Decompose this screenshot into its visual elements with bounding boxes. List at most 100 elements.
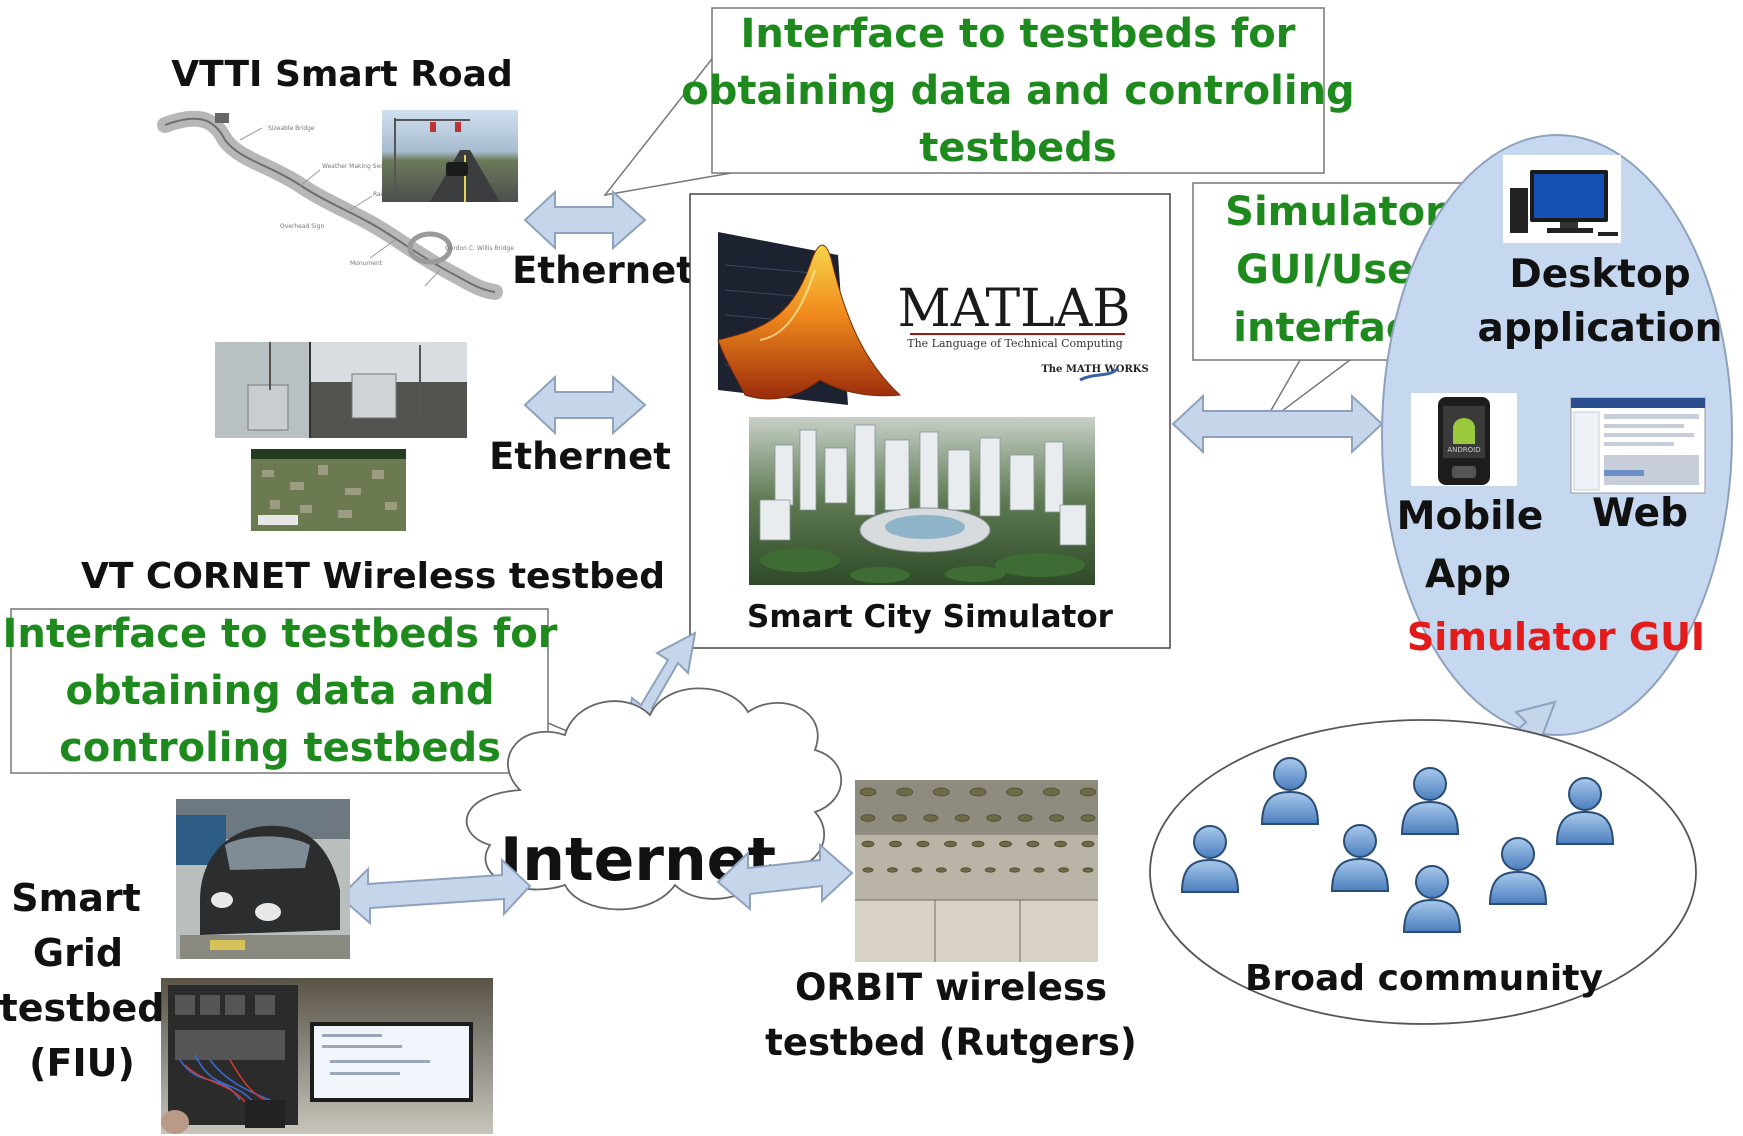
electric-car-photo [176, 799, 350, 959]
ethernet-label-2: Ethernet [489, 435, 671, 478]
person-icon [1400, 767, 1460, 835]
person-icon [1330, 824, 1390, 892]
left-interface-callout: Interface to testbeds for obtaining data… [3, 608, 627, 774]
smart-grid-label-4: (FIU) [29, 1041, 135, 1085]
vtti-smart-road: VTTI Smart Road Sizeable Bridge Weather … [157, 54, 518, 300]
svg-text:Gordon C. Willis Bridge: Gordon C. Willis Bridge [445, 245, 514, 252]
radio-node [960, 867, 972, 873]
radio-node [1006, 787, 1024, 797]
radio-node [861, 840, 875, 848]
ethernet-link-2: Ethernet [489, 374, 671, 478]
gui-ellipse [1381, 134, 1733, 736]
grid-lab-photo [161, 978, 493, 1134]
radio-node [862, 867, 874, 873]
person-icon [1260, 757, 1320, 825]
mobile-label-2: App [1425, 552, 1511, 597]
desktop-label-2: application [1478, 306, 1723, 351]
smart-grid-label-2: Grid [33, 931, 123, 975]
radio-node [923, 814, 939, 822]
radio-node [892, 814, 907, 822]
radio-node [1009, 867, 1021, 873]
svg-text:Weather Making Section: Weather Making Section [322, 163, 395, 170]
radio-node [935, 867, 947, 873]
mathworks-badge: The MATH WORKS [1041, 364, 1148, 375]
vt-cornet-testbed: VT CORNET Wireless testbed [81, 342, 665, 597]
simulator-panel: MATLAB The Language of Technical Computi… [689, 193, 1171, 649]
left-callout-line-3: controling testbeds [59, 725, 501, 771]
cornet-title: VT CORNET Wireless testbed [81, 556, 665, 597]
broad-community: Broad community [1149, 719, 1697, 1025]
community-people [1180, 757, 1615, 933]
internet-orbit-link [716, 842, 854, 912]
ethernet-link-1: Ethernet [512, 189, 694, 292]
smart-grid-label-3: testbed [0, 986, 164, 1030]
radio-node [1049, 814, 1064, 822]
radio-node [1058, 867, 1069, 873]
radio-node [859, 787, 877, 797]
radio-node [971, 840, 985, 848]
radio-node [932, 787, 950, 797]
person-icon [1555, 777, 1615, 845]
vtti-title: VTTI Smart Road [171, 54, 512, 95]
person-icon [1488, 837, 1548, 905]
radio-node [1082, 867, 1094, 873]
radio-node [944, 840, 957, 848]
radio-node [954, 814, 970, 822]
simulator-gui-panel: Desktop application ANDROID Mobile App [1381, 134, 1733, 736]
web-browser-icon [1570, 397, 1706, 494]
simulator-caption: Smart City Simulator [747, 599, 1114, 635]
ethernet-label-1: Ethernet [512, 249, 694, 292]
smart-grid-testbed: Smart Grid testbed (FIU) [0, 799, 493, 1134]
radio-node [1054, 840, 1067, 848]
web-label: Web [1592, 491, 1688, 536]
matlab-wordmark: MATLAB [898, 279, 1131, 339]
smart-city-rendering [749, 417, 1095, 585]
top-interface-callout: Interface to testbeds for obtaining data… [603, 7, 1355, 197]
android-text: ANDROID [1447, 446, 1480, 454]
radio-node [1017, 814, 1033, 822]
left-callout-box [10, 608, 549, 774]
radio-node [916, 840, 930, 848]
radio-node [999, 840, 1012, 848]
desktop-computer-icon [1503, 155, 1621, 243]
radio-node [1080, 814, 1096, 822]
person-icon [1402, 865, 1462, 933]
matlab-logo: MATLAB The Language of Technical Computi… [717, 232, 1149, 405]
smart-road-photo [382, 110, 518, 202]
top-callout-line-1: Interface to testbeds for [741, 11, 1296, 57]
person-icon [1180, 825, 1240, 893]
left-callout-line-2: obtaining data and [66, 668, 495, 714]
smart-grid-label-1: Smart [11, 876, 141, 920]
top-callout-line-2: obtaining data and controling [681, 68, 1354, 114]
desktop-label-1: Desktop [1509, 252, 1690, 297]
top-callout-line-3: testbeds [919, 125, 1116, 171]
radio-node [860, 814, 876, 822]
matlab-tagline: The Language of Technical Computing [907, 337, 1123, 350]
gui-callout-line-1: Simulator [1225, 189, 1445, 235]
radio-node [889, 840, 902, 848]
cornet-rooftop-photo [215, 342, 467, 438]
radio-node [1033, 867, 1045, 873]
smart-grid-internet-link [338, 857, 532, 926]
top-callout-box [711, 7, 1325, 174]
radio-node [896, 787, 914, 797]
radio-node [1026, 840, 1040, 848]
radio-node [969, 787, 987, 797]
orbit-label-2: testbed (Rutgers) [765, 1021, 1137, 1064]
orbit-label-1: ORBIT wireless [795, 966, 1107, 1009]
mobile-label-1: Mobile [1397, 494, 1544, 539]
orbit-testbed: ORBIT wireless testbed (Rutgers) [765, 780, 1137, 1064]
svg-text:Monument: Monument [350, 260, 383, 267]
radio-node [911, 867, 923, 873]
android-phone-icon: ANDROID [1411, 393, 1517, 486]
simulator-gui-title: Simulator GUI [1407, 615, 1705, 659]
gui-callout-line-2: GUI/User [1236, 247, 1434, 293]
cornet-aerial-map [251, 449, 406, 531]
left-callout-line-1: Interface to testbeds for [3, 611, 558, 657]
radio-node [986, 814, 1002, 822]
radio-node [887, 867, 898, 873]
radio-node [1079, 787, 1097, 797]
orbit-grid-photo [855, 780, 1098, 962]
radio-node [1042, 787, 1060, 797]
